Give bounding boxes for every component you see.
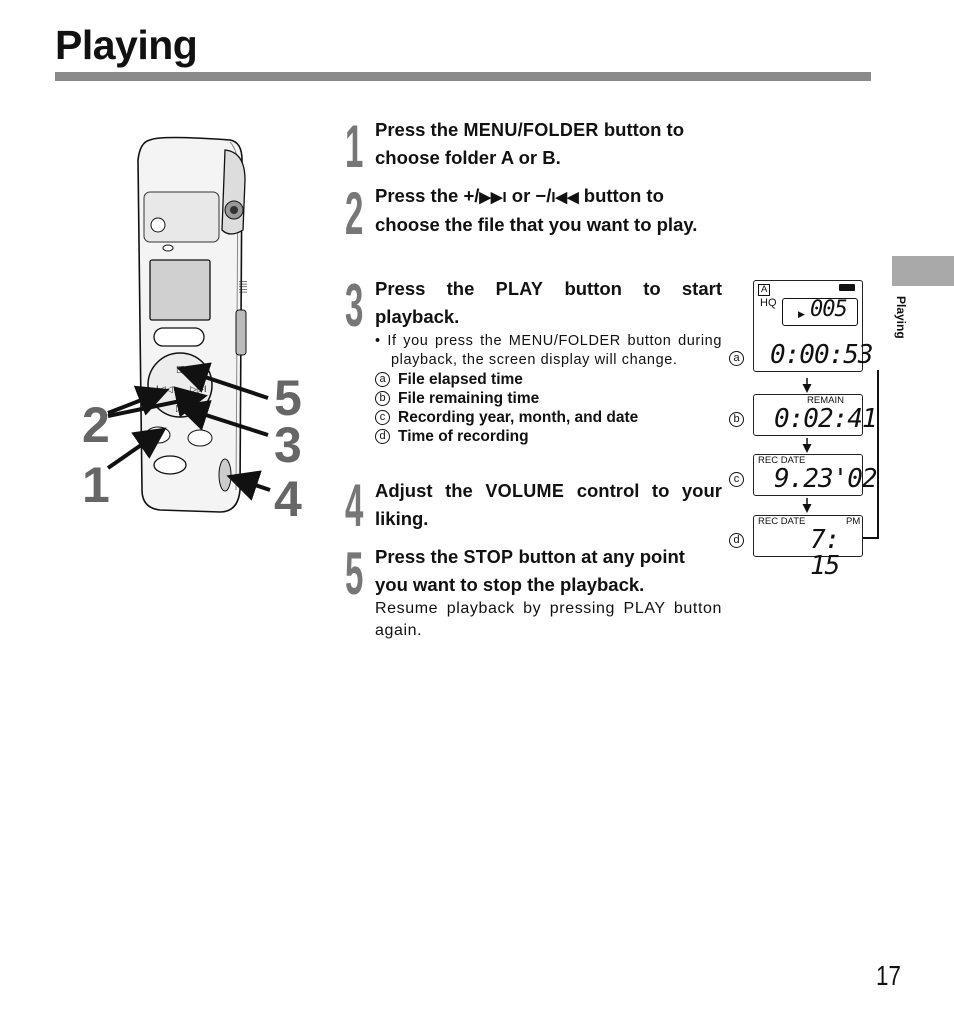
recorder-illustration: ||||| □ I◁◁ ▷▷I ▷ 2 1 5 3 4: [82, 136, 302, 527]
recording-date: 9.23'02: [774, 464, 878, 494]
svg-text:▷▷I: ▷▷I: [190, 385, 207, 395]
step-number-3: 3: [345, 272, 364, 339]
callout-4: 4: [274, 471, 302, 527]
display-mark-b: b: [729, 412, 744, 427]
side-tab-label: Playing: [894, 296, 908, 339]
display-mark-d: d: [729, 533, 744, 548]
svg-text:□: □: [176, 365, 185, 375]
step-3: Press the PLAY button to start playback.…: [375, 275, 722, 446]
play-icon: ▶: [798, 309, 805, 319]
step-2: Press the +/▶▶I or −/I◀◀ button to choos…: [375, 182, 722, 238]
display-d: REC DATE PM 7: 15: [753, 515, 863, 579]
folder-indicator: A: [758, 284, 771, 296]
step-number-2: 2: [345, 180, 364, 247]
step-5: Press the STOP button at any point you w…: [375, 543, 722, 642]
elapsed-time: 0:00:53: [770, 340, 874, 370]
rec-date-label-2: REC DATE: [758, 516, 806, 527]
display-a: A HQ ▶ 005 0:00:53: [753, 280, 874, 372]
recording-time: 7: 15: [810, 525, 840, 581]
page-title: Playing: [55, 22, 198, 68]
step-1: Press the MENU/FOLDER button to choose f…: [375, 116, 722, 171]
display-b: REMAIN 0:02:41: [753, 394, 878, 436]
ampm-label: PM: [846, 516, 861, 527]
side-tab: [892, 256, 954, 286]
step-5-note: Resume playback by pressing PLAY button …: [375, 600, 722, 639]
callout-1: 1: [82, 457, 110, 513]
title-rule: [55, 72, 871, 81]
svg-text:▷: ▷: [176, 404, 183, 414]
file-number: 005: [810, 297, 848, 322]
step-2-heading: Press the +/▶▶I or −/I◀◀ button to choos…: [375, 185, 698, 235]
page-number: 17: [876, 960, 901, 991]
display-mark-c: c: [729, 472, 744, 487]
display-mark-a: a: [729, 351, 744, 366]
quality-label: HQ: [760, 297, 777, 309]
step-4: Adjust the VOLUME control to your liking…: [375, 477, 722, 532]
battery-icon: [839, 284, 855, 291]
step-5-heading: Press the STOP button at any point you w…: [375, 546, 685, 595]
callout-2: 2: [82, 397, 110, 453]
rec-date-label: REC DATE: [758, 455, 806, 466]
callout-5: 5: [274, 370, 302, 426]
step-number-1: 1: [345, 113, 364, 180]
display-c: REC DATE 9.23'02: [753, 454, 878, 496]
step-4-heading: Adjust the VOLUME control to your liking…: [375, 480, 722, 529]
callout-3: 3: [274, 417, 302, 473]
svg-text:|||||: |||||: [239, 280, 248, 293]
step-3-bullet: • If you press the MENU/FOLDER button du…: [375, 333, 722, 368]
rew-icon: I◀◀: [551, 189, 579, 206]
step-number-5: 5: [345, 540, 364, 607]
step-1-heading: Press the MENU/FOLDER button to choose f…: [375, 119, 684, 168]
step-3-heading: Press the PLAY button to start playback.: [375, 278, 722, 327]
remaining-time: 0:02:41: [774, 404, 878, 434]
display-flow-arrows: [802, 370, 879, 539]
remain-label: REMAIN: [807, 395, 844, 406]
ff-icon: ▶▶I: [479, 189, 507, 206]
step-number-4: 4: [345, 472, 364, 539]
